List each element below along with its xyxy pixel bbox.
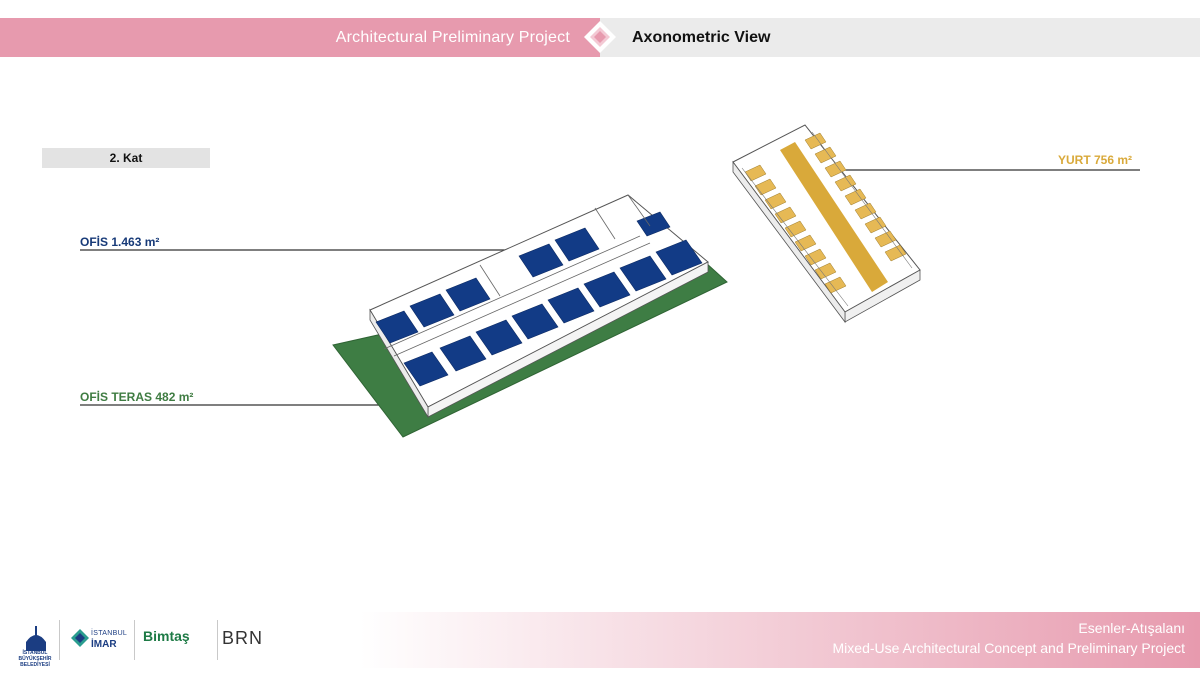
diamond-icon — [584, 21, 616, 53]
floor-label: 2. Kat — [42, 148, 210, 168]
imar-logo-line1: İSTANBUL — [91, 630, 128, 637]
footer-location: Esenler-Atışalanı — [1078, 620, 1185, 636]
bimtas-logo: Bimtaş — [143, 628, 190, 644]
header-right-band — [600, 18, 1200, 57]
header-bar: Architectural Preliminary Project Axonom… — [0, 18, 1200, 57]
office-block-side — [369, 308, 429, 419]
logo-divider — [134, 620, 135, 660]
terrace-area-label: OFİS TERAS 482 m² — [80, 390, 194, 404]
brn-logo: BRN — [222, 628, 264, 648]
office-partitions — [383, 194, 651, 357]
imar-logo-icon — [71, 629, 89, 647]
logo-divider — [59, 620, 60, 660]
section-title: Architectural Preliminary Project — [335, 29, 570, 46]
imar-logo-line2: İMAR — [91, 639, 117, 650]
header-left-band — [0, 18, 600, 57]
dorm-corridor — [780, 142, 888, 292]
logo-divider — [217, 620, 218, 660]
office-rooms — [375, 211, 703, 387]
dorm-block-side — [732, 160, 846, 324]
page-title: Axonometric View — [632, 29, 771, 46]
dormitory-area-label: YURT 756 m² — [1058, 153, 1133, 167]
ibb-logo-text: İSTANBUL BÜYÜKŞEHİR BELEDİYESİ — [18, 650, 52, 668]
dorm-partitions — [741, 131, 913, 307]
footer-bar: Esenler-Atışalanı Mixed-Use Architectura… — [0, 612, 1200, 668]
footer-project: Mixed-Use Architectural Concept and Prel… — [832, 640, 1185, 656]
ibb-logo-icon — [26, 626, 46, 651]
office-area-label: OFİS 1.463 m² — [80, 235, 160, 249]
